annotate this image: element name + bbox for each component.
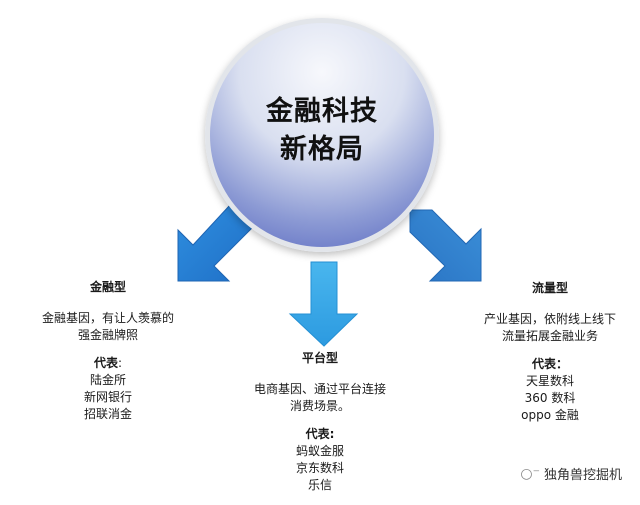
branch-description: 电商基因、通过平台连接 消费场景。 bbox=[240, 381, 400, 415]
representative-item: 360 数科 bbox=[524, 391, 576, 405]
desc-line: 金融基因，有让人羡慕的 bbox=[41, 311, 174, 325]
desc-line: 强金融牌照 bbox=[77, 328, 138, 342]
arrow-middle bbox=[288, 261, 359, 347]
representative-item: 招联消金 bbox=[83, 407, 132, 421]
representative-item: 天星数科 bbox=[525, 374, 574, 388]
representative-item: 陆金所 bbox=[89, 373, 126, 387]
desc-line: 产业基因，依附线上线下 bbox=[483, 312, 616, 326]
representatives-label: 代表: bbox=[93, 356, 123, 370]
desc-line: 消费场景。 bbox=[289, 399, 350, 413]
arrow-right bbox=[409, 209, 482, 282]
desc-line: 流量拓展金融业务 bbox=[501, 329, 598, 343]
desc-line: 电商基因、通过平台连接 bbox=[253, 382, 386, 396]
representatives-label: 代表: bbox=[305, 427, 335, 441]
watermark: ○⁻ 独角兽挖掘机 bbox=[520, 464, 622, 484]
center-title-line-1: 金融科技 bbox=[266, 96, 378, 127]
watermark-text: 独角兽挖掘机 bbox=[543, 468, 622, 483]
branch-title: 平台型 bbox=[301, 351, 338, 365]
branch-financial: 金融型 金融基因，有让人羡慕的 强金融牌照 代表: 陆金所 新网银行 招联消金 bbox=[28, 279, 188, 423]
representative-item: 京东数科 bbox=[295, 461, 344, 475]
branch-title: 流量型 bbox=[531, 281, 568, 295]
center-title-line-2: 新格局 bbox=[280, 134, 364, 165]
representative-item: 蚂蚁金服 bbox=[295, 444, 344, 458]
representative-item: 新网银行 bbox=[83, 390, 132, 404]
branch-description: 产业基因，依附线上线下 流量拓展金融业务 bbox=[470, 311, 630, 345]
branch-platform: 平台型 电商基因、通过平台连接 消费场景。 代表: 蚂蚁金服 京东数科 乐信 bbox=[240, 350, 400, 494]
wechat-icon: ○⁻ bbox=[520, 465, 540, 482]
branch-traffic: 流量型 产业基因，依附线上线下 流量拓展金融业务 代表： 天星数科 360 数科… bbox=[470, 280, 630, 424]
arrow-left bbox=[177, 204, 253, 282]
representatives-label: 代表： bbox=[531, 357, 569, 371]
representative-item: 乐信 bbox=[307, 478, 332, 492]
representative-item: oppo 金融 bbox=[521, 408, 579, 422]
center-circle: 金融科技 新格局 bbox=[205, 18, 439, 252]
branch-description: 金融基因，有让人羡慕的 强金融牌照 bbox=[28, 310, 188, 344]
branch-title: 金融型 bbox=[89, 280, 126, 294]
